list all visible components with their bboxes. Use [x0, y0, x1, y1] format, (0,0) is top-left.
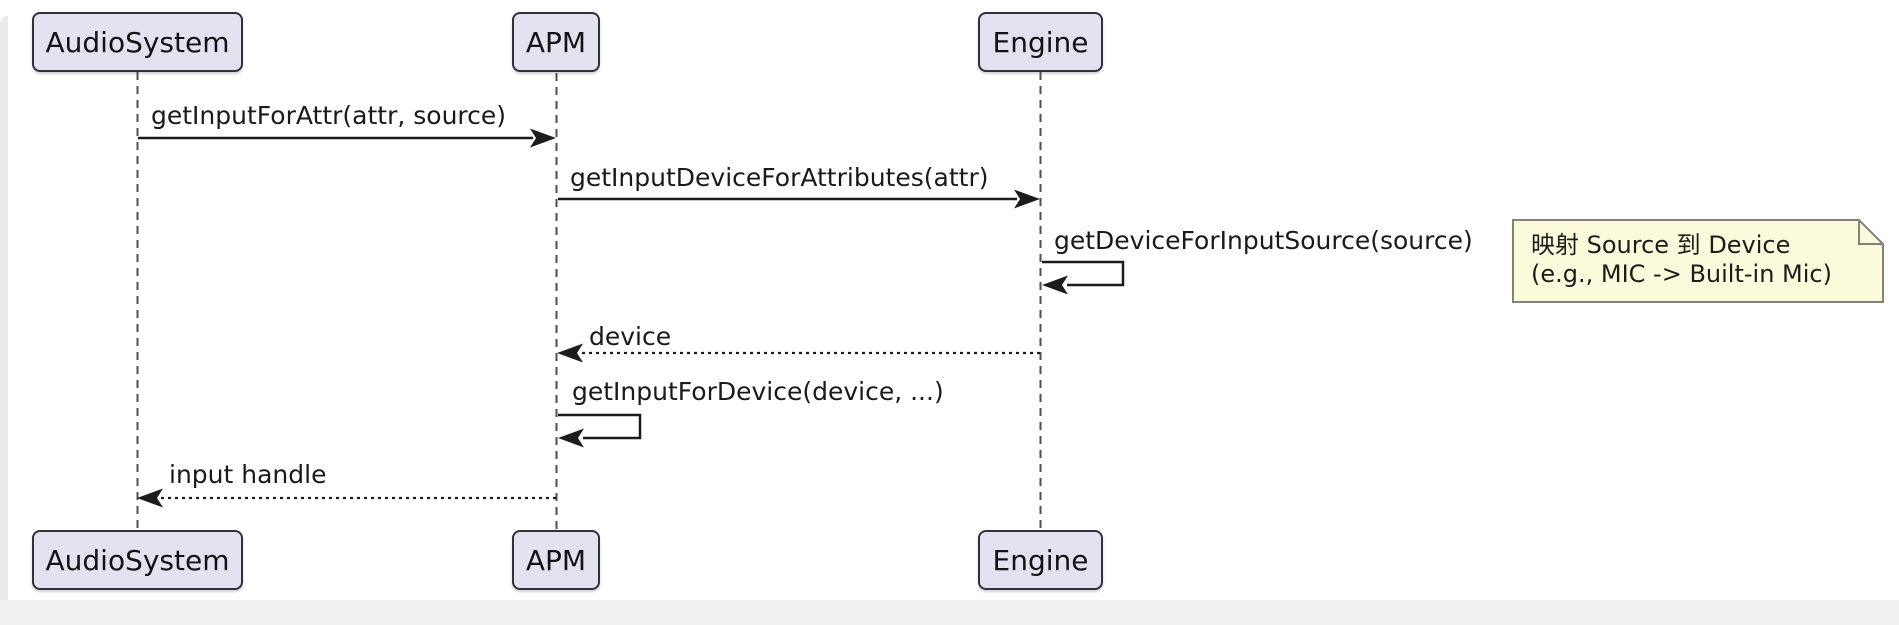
message-label-getinputfordevice: getInputForDevice(device, ...)	[572, 377, 944, 406]
selfloop-getdeviceforinputsource	[1042, 260, 1125, 287]
arrowhead-device-return	[557, 343, 583, 363]
note-line-2: (e.g., MIC -> Built-in Mic)	[1531, 260, 1832, 288]
message-label-inputhandle: input handle	[169, 460, 327, 489]
participant-engine-top: Engine	[978, 12, 1103, 72]
arrowhead-getinputfordevice	[558, 428, 584, 448]
participant-audiosystem-top: AudioSystem	[32, 12, 243, 72]
page-edge-left	[0, 16, 8, 602]
note-shape	[1512, 219, 1884, 303]
arrowhead-getdeviceforinputsource	[1042, 275, 1068, 295]
note: 映射 Source 到 Device (e.g., MIC -> Built-i…	[1531, 231, 1832, 289]
participant-apm-top: APM	[512, 12, 600, 72]
participant-label: APM	[525, 25, 587, 59]
arrowhead-getinputdeviceforattributes	[1014, 189, 1040, 209]
note-fold-icon	[1858, 220, 1883, 245]
participant-label: Engine	[992, 25, 1089, 59]
participant-label: Engine	[992, 543, 1089, 577]
participant-label: AudioSystem	[45, 25, 230, 59]
participant-engine-bottom: Engine	[978, 530, 1103, 590]
message-label-getinputforattr: getInputForAttr(attr, source)	[151, 101, 507, 130]
page-edge-bottom	[0, 600, 1899, 625]
message-label-getdeviceforinputsource: getDeviceForInputSource(source)	[1054, 226, 1473, 255]
participant-label: AudioSystem	[45, 543, 230, 577]
arrowhead-getinputforattr	[530, 128, 556, 148]
participant-apm-bottom: APM	[512, 530, 600, 590]
arrowhead-inputhandle-return	[137, 488, 163, 508]
note-line-1: 映射 Source 到 Device	[1531, 231, 1791, 259]
message-label-device: device	[589, 322, 672, 351]
participant-label: APM	[525, 543, 587, 577]
message-label-getinputdeviceforattributes: getInputDeviceForAttributes(attr)	[570, 163, 989, 192]
selfloop-getinputfordevice	[558, 413, 642, 440]
participant-audiosystem-bottom: AudioSystem	[32, 530, 243, 590]
